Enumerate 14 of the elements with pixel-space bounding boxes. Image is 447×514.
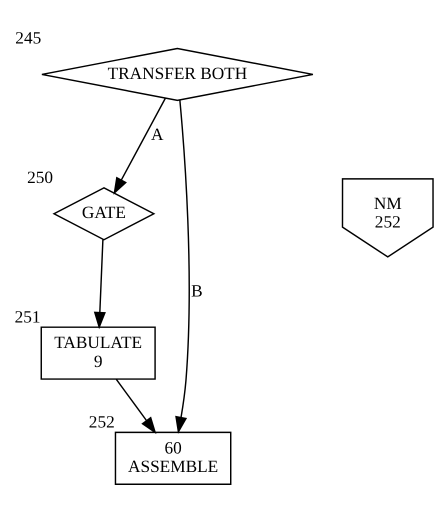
arrow: [94, 240, 106, 330]
arrow: [175, 100, 190, 434]
arrow: [116, 378, 156, 434]
node-box: 60 ASSEMBLE: [114, 432, 232, 485]
node-label: 245: [15, 28, 42, 48]
node-label: 250: [27, 168, 54, 187]
node-box: TABULATE 9: [40, 326, 156, 380]
node-diamond: GATE: [52, 187, 156, 241]
arrow: [113, 98, 166, 195]
node-diamond: TRANSFER BOTH: [41, 48, 314, 102]
edge-label: A: [151, 125, 164, 144]
edge-label: B: [191, 281, 203, 300]
node-label: 251: [14, 307, 41, 326]
node-label: 252: [88, 412, 115, 432]
